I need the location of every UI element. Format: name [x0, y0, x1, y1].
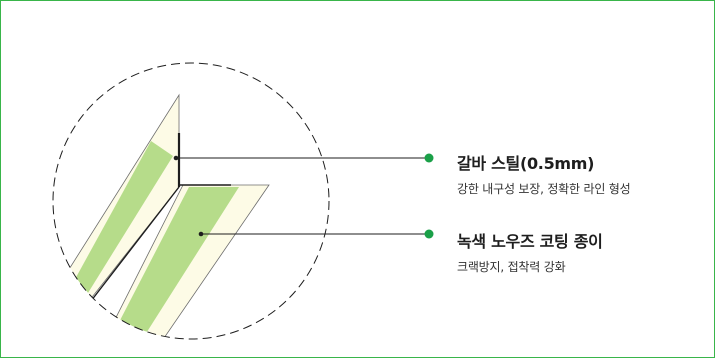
callout-2-description: 크랙방지, 접착력 강화: [457, 260, 566, 274]
connector-2-end-dot: [424, 229, 434, 239]
connector-1-end-dot: [424, 153, 434, 163]
right-strip-coating: [101, 187, 239, 339]
left-strip-coating: [63, 141, 173, 301]
callout-green-nose-coated-paper: 녹색 노우즈 코팅 종이 크랙방지, 접착력 강화: [457, 228, 603, 275]
callout-galvanized-steel: 갈바 스틸(0.5mm) 강한 내구성 보장, 정확한 라인 형성: [457, 150, 631, 197]
strip-group: [53, 93, 270, 339]
callout-1-title: 갈바 스틸(0.5mm): [457, 154, 595, 173]
callout-1-description: 강한 내구성 보장, 정확한 라인 형성: [457, 182, 631, 196]
magnifier-circle: [52, 62, 330, 340]
steel-edge-diagonal: [90, 186, 180, 302]
callout-2-title: 녹색 노우즈 코팅 종이: [457, 232, 603, 251]
